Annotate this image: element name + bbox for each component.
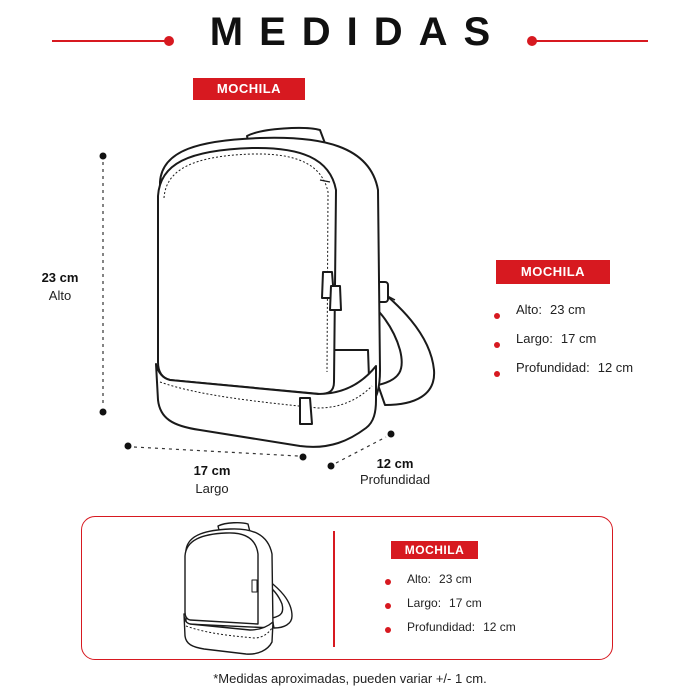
title-rule-right bbox=[532, 40, 648, 42]
depth-value: 12 cm bbox=[376, 456, 414, 471]
height-value: 23 cm bbox=[41, 270, 79, 285]
footnote: *Medidas aproximadas, pueden variar +/- … bbox=[213, 671, 487, 686]
backpack-badge: MOCHILA bbox=[193, 78, 305, 100]
spec-panel-list: Alto:23 cm Largo:17 cm Profundidad:12 cm bbox=[494, 301, 633, 388]
width-label: Largo bbox=[195, 481, 229, 496]
spec-panel-badge: MOCHILA bbox=[496, 260, 610, 284]
title-rule-left bbox=[52, 40, 168, 42]
summary-box-divider bbox=[333, 531, 335, 647]
summary-item-alto: Alto:23 cm bbox=[385, 570, 516, 594]
spec-item-profundidad: Profundidad:12 cm bbox=[494, 359, 633, 388]
front-pocket bbox=[157, 146, 337, 395]
depth-label: Profundidad bbox=[359, 472, 431, 487]
summary-box-badge: MOCHILA bbox=[391, 541, 478, 559]
summary-box bbox=[81, 516, 613, 660]
backpack-thumbnail bbox=[183, 521, 293, 655]
title-rule-left-dot bbox=[164, 36, 174, 46]
spec-item-alto: Alto:23 cm bbox=[494, 301, 633, 330]
width-value: 17 cm bbox=[193, 463, 231, 478]
shoulder-strap bbox=[367, 282, 436, 406]
summary-item-profundidad: Profundidad:12 cm bbox=[385, 618, 516, 642]
page-title: MEDIDAS bbox=[209, 10, 507, 54]
summary-item-largo: Largo:17 cm bbox=[385, 594, 516, 618]
summary-box-list: Alto:23 cm Largo:17 cm Profundidad:12 cm bbox=[385, 570, 516, 642]
bottom-compartment bbox=[155, 363, 377, 448]
zipper-pull-bottom bbox=[299, 397, 313, 425]
spec-item-largo: Largo:17 cm bbox=[494, 330, 633, 359]
zipper-pull-2 bbox=[329, 285, 342, 311]
height-label: Alto bbox=[48, 288, 72, 303]
